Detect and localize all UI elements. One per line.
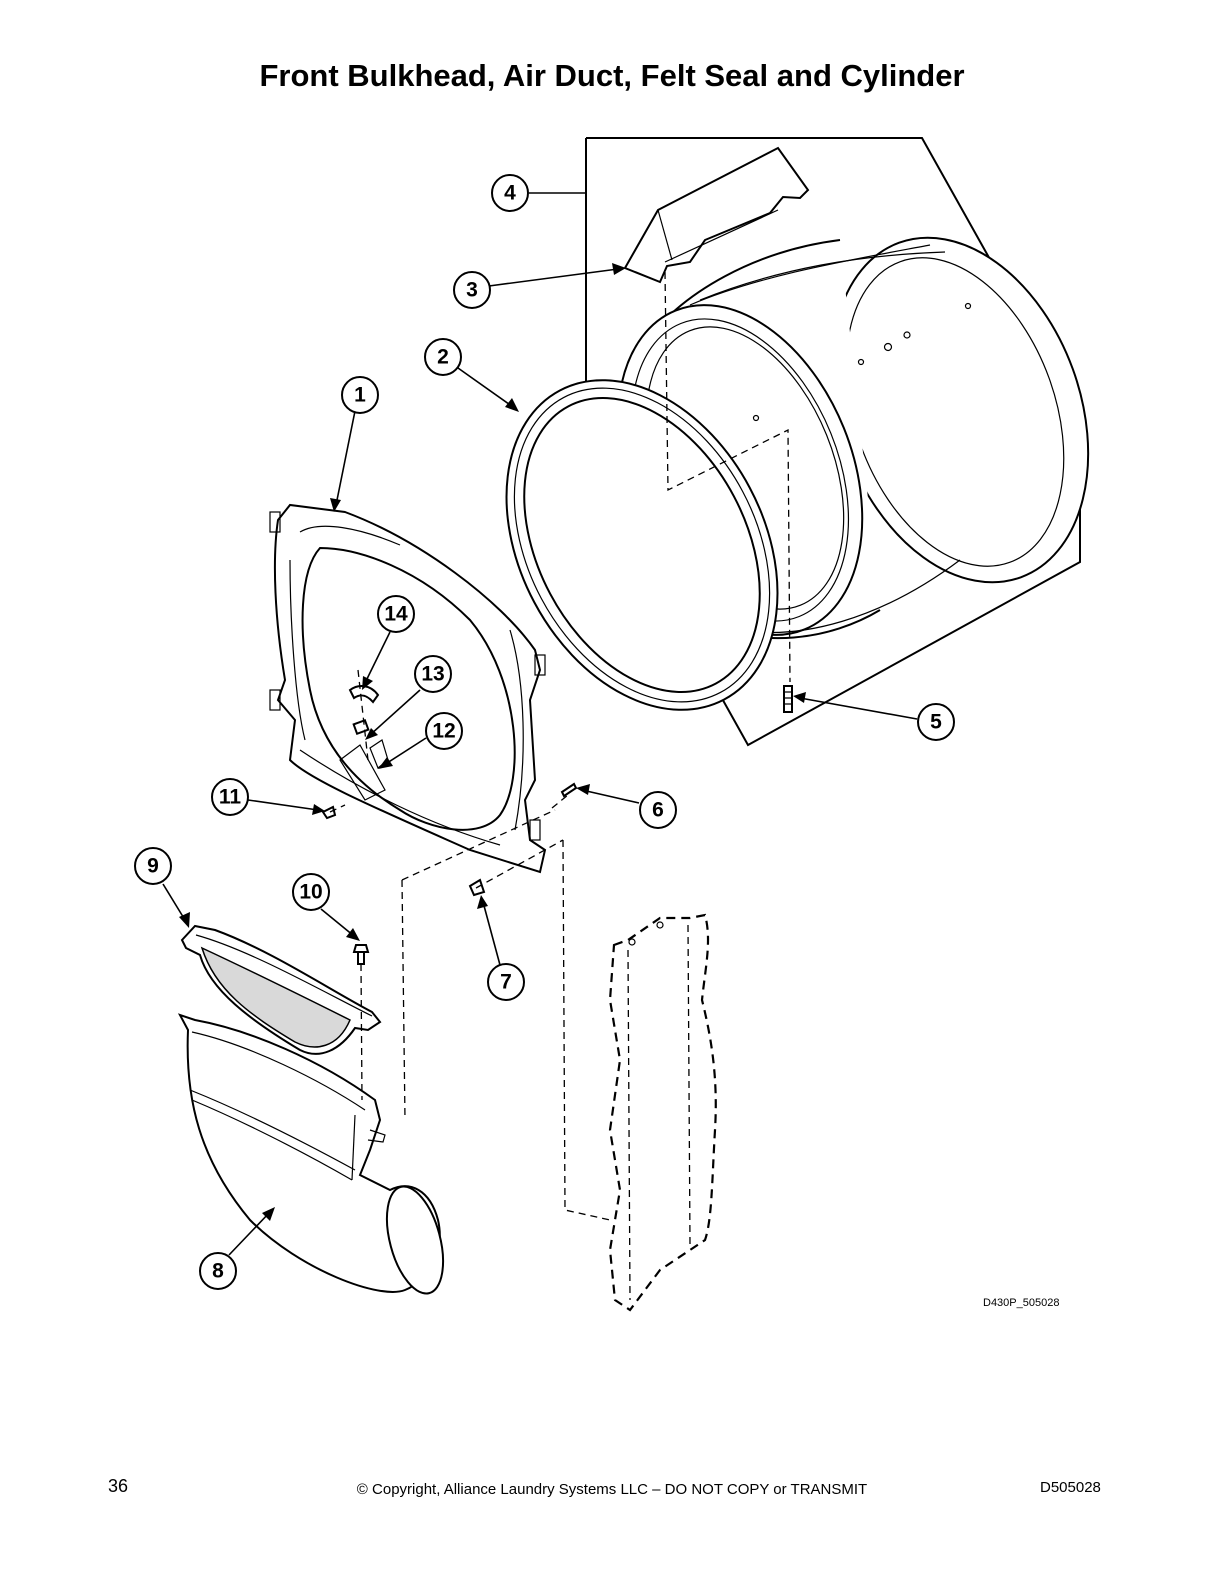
- svg-text:5: 5: [930, 711, 942, 734]
- copyright-notice: © Copyright, Alliance Laundry Systems LL…: [356, 1481, 868, 1498]
- filter-screw: [352, 944, 370, 965]
- document-id: D505028: [1040, 1479, 1101, 1496]
- page-number: 36: [108, 1476, 129, 1496]
- callout-8: 8: [199, 1252, 237, 1290]
- callout-9: 9: [134, 847, 172, 885]
- svg-text:12: 12: [432, 720, 455, 743]
- svg-text:2: 2: [437, 346, 449, 369]
- svg-text:7: 7: [500, 971, 512, 994]
- front-panel-outline: [608, 913, 717, 1312]
- callout-7: 7: [487, 963, 525, 1001]
- svg-text:1: 1: [354, 384, 366, 407]
- small-screw: [321, 805, 337, 820]
- svg-text:4: 4: [504, 182, 516, 205]
- felt-seal: [505, 379, 779, 711]
- page-title: Front Bulkhead, Air Duct, Felt Seal and …: [259, 58, 965, 93]
- callout-12: 12: [425, 712, 463, 750]
- svg-text:14: 14: [384, 603, 408, 626]
- leader-lines: [162, 192, 918, 1256]
- drawing-code: D430P_505028: [983, 1297, 1060, 1309]
- svg-text:6: 6: [652, 799, 664, 822]
- callout-11: 11: [211, 778, 249, 816]
- cylinder-mount-screw: [783, 685, 793, 713]
- svg-text:10: 10: [299, 881, 322, 904]
- callout-3: 3: [453, 271, 491, 309]
- callout-6: 6: [639, 791, 677, 829]
- bulkhead-screw: [560, 782, 578, 798]
- callout-5: 5: [917, 703, 955, 741]
- callout-2: 2: [424, 338, 462, 376]
- svg-text:11: 11: [219, 786, 242, 809]
- callout-14: 14: [377, 595, 415, 633]
- callout-1: 1: [341, 376, 379, 414]
- svg-text:9: 9: [147, 855, 159, 878]
- alignment-lines: [329, 271, 791, 1221]
- callout-4: 4: [491, 174, 529, 212]
- front-bulkhead: [269, 503, 547, 874]
- callout-10: 10: [292, 873, 330, 911]
- svg-text:8: 8: [212, 1260, 224, 1283]
- callout-13: 13: [414, 655, 452, 693]
- air-duct: [177, 1013, 445, 1295]
- lint-filter: [180, 924, 382, 1055]
- cylinder-baffle: [623, 146, 810, 284]
- svg-text:13: 13: [421, 663, 444, 686]
- svg-text:3: 3: [466, 279, 478, 302]
